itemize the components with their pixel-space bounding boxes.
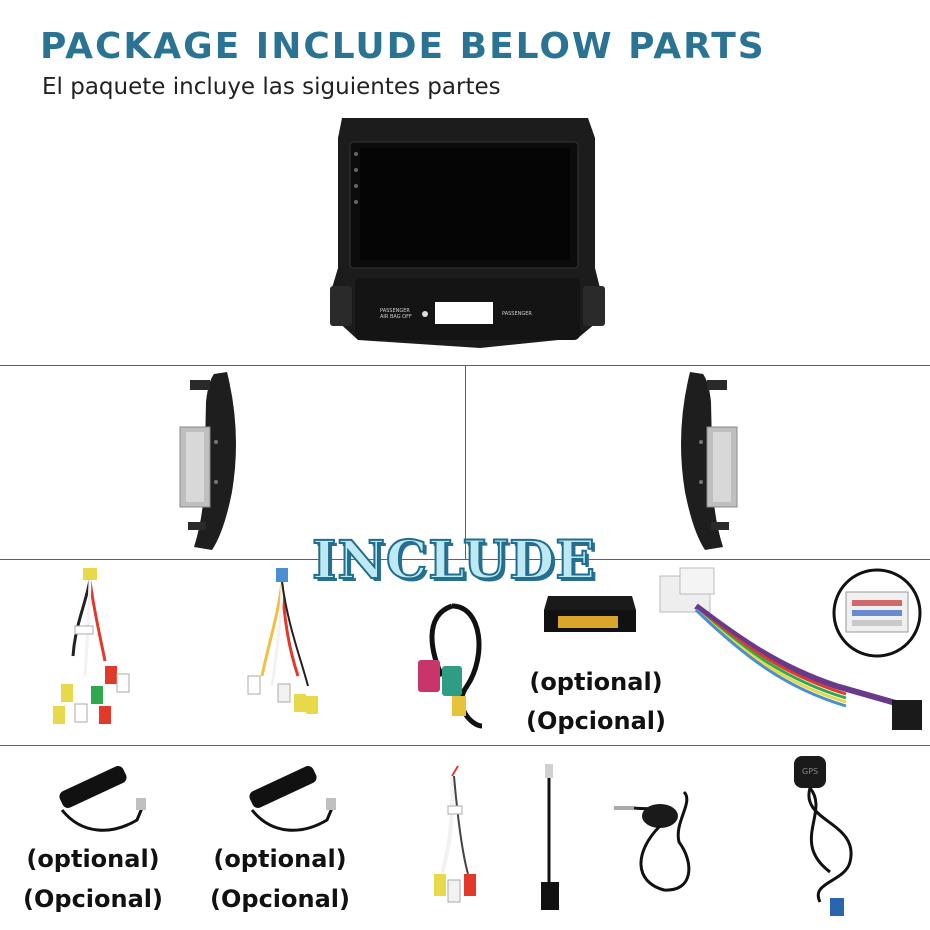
include-label: INCLUDE (311, 529, 597, 592)
rca-short-cable-image (434, 765, 476, 903)
divider-vertical (465, 366, 466, 559)
power-harness-image (659, 567, 922, 730)
passenger-label: PASSENGER (502, 311, 532, 317)
head-unit-image: PASSENGER AIR BAG OFF PASSENGER (330, 118, 605, 348)
usb-cable-image (418, 603, 483, 729)
antenna1-optional-es: (Opcional) (23, 885, 163, 913)
antenna1-optional-en: (optional) (26, 845, 160, 873)
right-bracket-image (681, 372, 738, 550)
page-title: PACKAGE INCLUDE BELOW PARTS (40, 26, 766, 67)
antenna-adapter-image (541, 764, 559, 910)
canbus-optional-en: (optional) (529, 668, 663, 696)
rca-cable-2-image (247, 568, 318, 714)
canbus-box-image (544, 596, 636, 632)
divider-top (0, 365, 930, 366)
gps-antenna-image: GPS (794, 756, 853, 916)
left-bracket-image (179, 372, 236, 550)
microphone-image (614, 790, 691, 892)
gps-label: GPS (802, 767, 818, 776)
antenna-image (59, 766, 146, 832)
airbag-label-line2: AIR BAG OFF (380, 314, 412, 320)
antenna2-optional-en: (optional) (213, 845, 347, 873)
divider-middle (0, 559, 930, 560)
connector-closeup-image (832, 568, 922, 658)
canbus-optional-es: (Opcional) (526, 707, 666, 735)
page-subtitle: El paquete incluye las siguientes partes (42, 74, 501, 100)
antenna2-optional-es: (Opcional) (210, 885, 350, 913)
antenna-2-image (249, 766, 336, 832)
airbag-label-line1: PASSENGER (380, 308, 410, 314)
rca-cable-image (53, 568, 130, 724)
divider-bottom (0, 745, 930, 746)
